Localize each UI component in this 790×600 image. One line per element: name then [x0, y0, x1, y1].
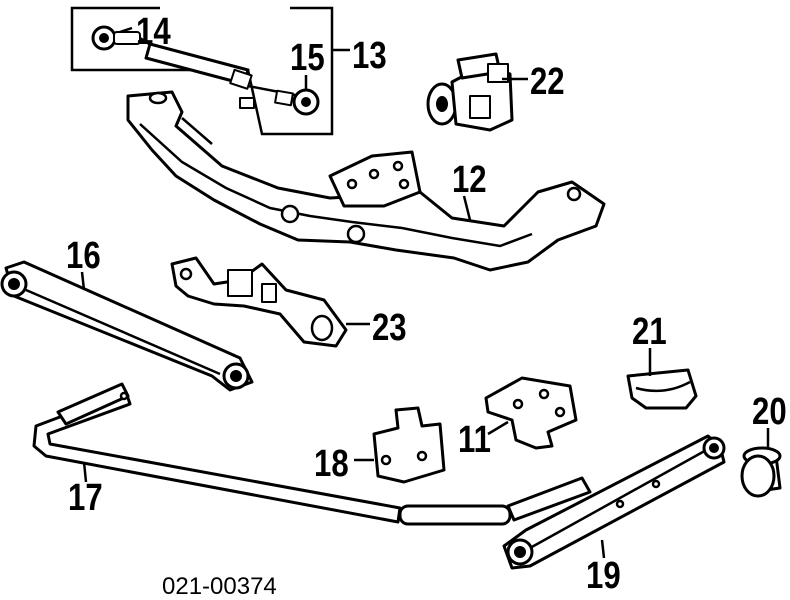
callout-21: 21 [632, 311, 667, 353]
callout-11: 11 [458, 419, 491, 461]
leader-14 [119, 26, 133, 34]
callout-18: 18 [314, 443, 349, 485]
callout-17: 17 [68, 477, 103, 519]
upper-control-arm-15 [91, 25, 320, 116]
callout-22: 22 [530, 61, 565, 103]
callout-23: 23 [372, 307, 407, 349]
callout-12: 12 [452, 159, 487, 201]
leader-19 [600, 539, 606, 559]
leader-17 [82, 461, 88, 483]
leader-16 [80, 271, 86, 291]
clamp-bracket-21 [626, 368, 698, 410]
callout-20: 20 [752, 391, 787, 433]
callout-16: 16 [66, 235, 101, 277]
callout-19: 19 [586, 555, 621, 597]
bracket-18 [372, 406, 446, 484]
callout-14: 14 [136, 11, 171, 53]
lower-control-arm-19 [502, 434, 726, 570]
bracket-11 [484, 376, 578, 450]
catalog-number: 021-00374 [162, 573, 277, 600]
trailing-arm-16 [0, 260, 254, 392]
leader-11 [487, 420, 509, 436]
lower-bracket-23 [170, 256, 348, 348]
subframe-12 [126, 90, 606, 272]
stabilizer-bar-17 [32, 382, 592, 526]
leader-12 [462, 195, 472, 221]
bushing-20 [740, 446, 782, 498]
differential-mount-22 [426, 52, 514, 132]
callout-13: 13 [352, 35, 387, 77]
callout-15: 15 [290, 37, 325, 79]
